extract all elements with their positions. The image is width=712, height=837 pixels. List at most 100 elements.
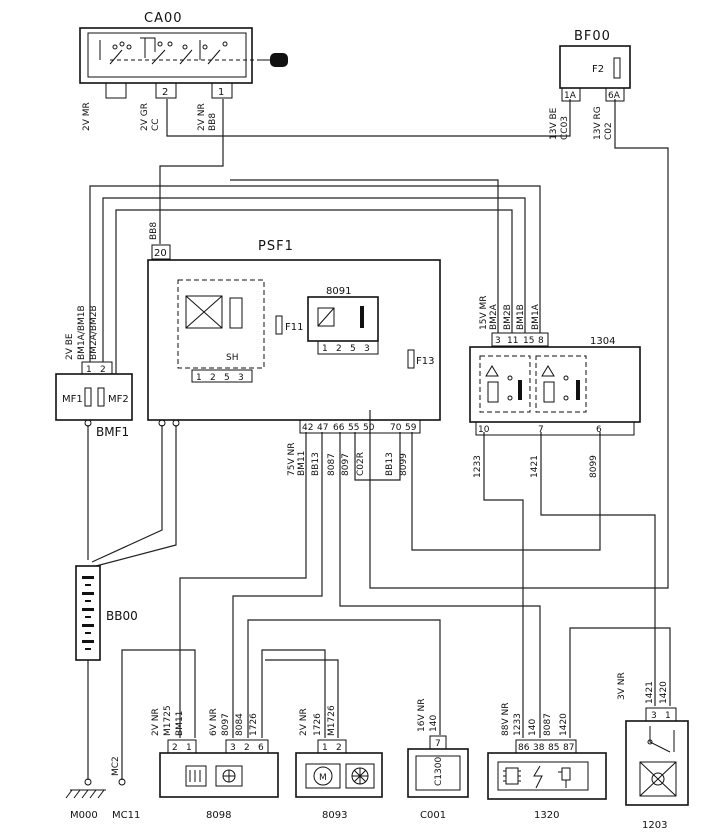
c1203-box — [625, 720, 689, 806]
bb00-label: BB00 — [106, 609, 138, 623]
wire-bm1b — [102, 197, 526, 362]
r1304-pin-6: 6 — [596, 425, 602, 435]
psf1-pin-20-label: 20 — [154, 248, 167, 259]
relay-coil-icon — [185, 295, 243, 329]
ca00-pin-2-label: 2 — [162, 87, 168, 98]
r1304-wire-1421: 1421 — [530, 455, 540, 478]
ground-terminal-icon — [84, 778, 92, 786]
wire-bm11 — [179, 432, 307, 738]
r1304-pin-3: 3 — [495, 336, 501, 346]
mf-fuse-mf1: MF1 — [62, 394, 83, 405]
psf1-wire-bb13-a: BB13 — [311, 452, 321, 476]
psf1-sh-pin-5: 5 — [224, 373, 230, 383]
wire-bm2b — [115, 209, 513, 374]
psf1-label: PSF1 — [258, 239, 294, 254]
c1203-wire-1420: 1420 — [659, 681, 669, 704]
ca00-inner — [87, 32, 247, 78]
psf1-relay-dashed — [177, 279, 265, 369]
wire-bb13 — [354, 432, 401, 481]
c8098-wire-2vnr: 2V NR — [151, 708, 161, 736]
c8093-label: 8093 — [322, 810, 347, 821]
relay-icon — [485, 365, 522, 403]
bf00-fuse-label: F2 — [592, 64, 604, 75]
battery-cells — [82, 576, 94, 650]
bf00-pin-1a-label: 1A — [564, 91, 577, 101]
component-8098: 2V NR M1725 BM11 6V NR 8097 8084 1726 2 … — [151, 705, 279, 821]
c001-pin-7-label: 7 — [435, 739, 441, 749]
c1203-wire-1421: 1421 — [645, 681, 655, 704]
c1320-pin-85: 85 — [548, 743, 559, 753]
ground-icon — [65, 789, 106, 799]
r1304-wire-8099: 8099 — [589, 455, 599, 478]
wire-mc2 — [121, 649, 196, 780]
c8098-label: 8098 — [206, 810, 231, 821]
psf1-relay-pin-5: 5 — [350, 344, 356, 354]
pump-icon — [639, 761, 677, 797]
component-c001: 16V NR 140 7 C1300 C001 — [407, 699, 469, 821]
component-1320: 88V NR 1233 140 8087 1420 86 38 85 87 13… — [487, 703, 607, 821]
c1320-inner — [497, 761, 589, 791]
psf1-wire-8087: 8087 — [327, 453, 337, 476]
wire-8097 — [232, 432, 323, 738]
r1304-relay-b — [535, 355, 587, 413]
wire-bm2a — [230, 179, 499, 333]
mf-terminal-icon — [84, 419, 92, 427]
fuse-icon — [275, 315, 283, 335]
wire-layer — [87, 99, 671, 780]
c1320-pin-38: 38 — [533, 743, 545, 753]
psf1-pin-20 — [151, 244, 171, 260]
ca00-box — [79, 27, 253, 84]
r1304-bottom-pins — [475, 421, 635, 436]
r1304-relay-a — [479, 355, 531, 413]
psf1-fuse-f11: F11 — [285, 322, 303, 333]
r1304-wire-bm1b: BM1B — [516, 304, 526, 330]
ca00-pin-mr — [105, 82, 127, 99]
c001-wire-140: 140 — [429, 715, 439, 732]
wire-cc — [166, 99, 571, 137]
psf1-sh-pins — [191, 369, 253, 383]
psf1-terminal-icon — [172, 419, 180, 427]
mf-pin-1: 1 — [86, 365, 92, 375]
heater-icon — [185, 765, 207, 787]
psf1-pin-50: 50 — [363, 423, 375, 433]
c8093-wire-2vnr: 2V NR — [299, 708, 309, 736]
r1304-wire-bm2a: BM2A — [489, 303, 499, 330]
psf1-wire-c02r: C02R — [356, 452, 366, 476]
c8098-pin-1: 1 — [186, 743, 192, 753]
psf1-terminal-icon — [158, 419, 166, 427]
ca00-wire-cc: CC — [151, 118, 161, 131]
c8098-wire-1726: 1726 — [249, 713, 259, 736]
c8093-pin-2: 2 — [336, 743, 342, 753]
ground-m000-label: M000 — [70, 810, 98, 821]
psf1-top-wire: BB8 — [149, 222, 159, 240]
c8098-pin-2b: 2 — [244, 743, 250, 753]
r1304-pin-7: 7 — [538, 425, 544, 435]
wire-bm1a — [89, 185, 541, 362]
r1304-pin-15: 15 — [523, 336, 534, 346]
mc2-label: MC2 — [111, 756, 121, 776]
r1304-label: 1304 — [590, 336, 615, 347]
psf1-relay-8091-label: 8091 — [326, 286, 351, 297]
wire-1726 — [261, 649, 326, 738]
c8098-wire-8084: 8084 — [235, 713, 245, 736]
psf1-pin-66: 66 — [333, 423, 345, 433]
bf00-pin-6a — [605, 87, 625, 102]
r1304-pin-8: 8 — [538, 336, 544, 346]
wire-1420 — [569, 627, 671, 738]
r1304-wire-bm1a: BM1A — [531, 303, 541, 330]
spark-icon — [533, 765, 543, 789]
r1304-wire-15vmr: 15V MR — [479, 296, 489, 331]
c001-box — [407, 748, 469, 798]
bf00-wire-13vrg: 13V RG — [593, 106, 603, 140]
c1320-wire-88vnr: 88V NR — [501, 703, 511, 736]
wire-bb8 — [159, 99, 224, 244]
c1320-wire-1233: 1233 — [513, 713, 523, 736]
ca00-pin-1-label: 1 — [218, 87, 224, 98]
mf-fuse-mf2: MF2 — [108, 394, 129, 405]
c001-wire-16vnr: 16V NR — [417, 699, 427, 732]
bf00-fuse-icon — [613, 57, 621, 79]
ca00-pin-1 — [211, 82, 233, 99]
ca00-wire-2vnr: 2V NR — [197, 103, 207, 131]
mf-label: BMF1 — [96, 425, 129, 439]
